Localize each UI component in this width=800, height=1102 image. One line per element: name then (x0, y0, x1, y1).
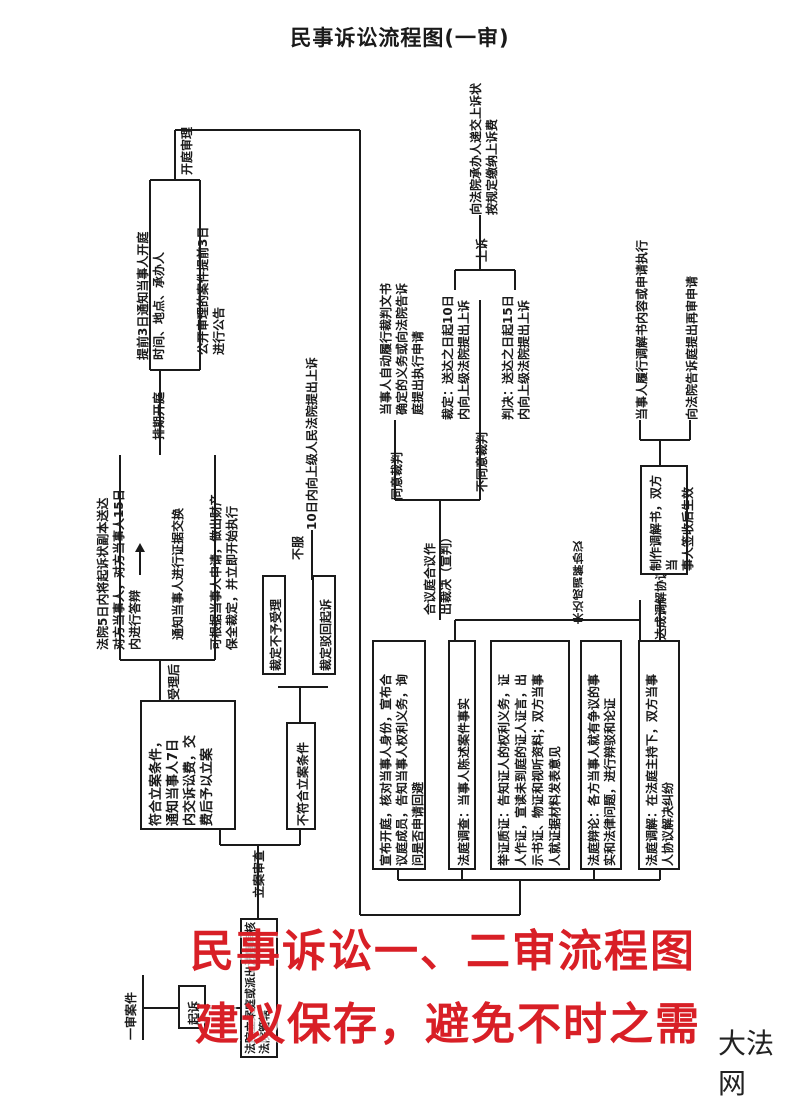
fulfill-text: 当事人履行调解书内容或申请执行 (635, 239, 649, 420)
mediation-box: 法庭调解：在法庭主持下，双方当事 人协议解决纠纷 (638, 640, 680, 870)
court-review-box: 法院立案庭或派出法庭审核法院管辖 (240, 918, 278, 1058)
appeal-label: 上诉 (475, 237, 489, 262)
notice-3days-text: 提前3日通知当事人开庭 时间、地点、承办人 (136, 231, 166, 360)
meets-text: 符合立案条件， 通知当事人7日 内交诉讼费，交 费后予以立案 (149, 734, 215, 826)
first-case-label: 一审案件 (124, 991, 138, 1040)
ruling-reject-text: 裁定不予受理 (269, 598, 283, 671)
no-agreement-label: 未达成调解协议 (572, 540, 585, 624)
not-accept-label: 不服 (291, 535, 305, 560)
court-hearing-label: 开庭审理 (180, 126, 194, 175)
investigation-text: 法庭调查：当事人陈述案件事实 (457, 697, 471, 866)
preservation-text: 可根据当事人申请，做出财产 保全裁定，并立即开始执行 (209, 493, 239, 650)
ruling-dismiss-text: 裁定驳回起诉 (319, 598, 333, 671)
flow-connectors (119, 129, 691, 1040)
watermark-line-2: 建议保存，避免不时之需 (195, 999, 701, 1050)
retrial-text: 向法院告诉庭提出再审申请 (685, 275, 699, 420)
judgment-15-text: 判决：送达之日起15日 内向上级法院提出上诉 (501, 295, 531, 420)
appeal-10days-text: 10日内向上级人民法院提出上诉 (305, 357, 319, 530)
cross-exam-box: 举证质证：告知证人的权利义务，证 人作证，宣读未到庭的证人证言，出 示书证、物证… (490, 640, 570, 870)
public-notice-text: 公开审理的案件提前3日 进行公告 (196, 226, 226, 355)
deliberation-text: 合议庭合议作 出裁决（宣判） (423, 530, 453, 615)
watermark-line-1: 民事诉讼一、二审流程图 (190, 926, 696, 977)
cross-exam-text: 举证质证：告知证人的权利义务，证 人作证，宣读未到庭的证人证言，出 示书证、物证… (497, 673, 562, 866)
ruling-10-text: 裁定：送达之日起10日 内向上级法院提出上诉 (441, 295, 471, 420)
mediation-text: 法庭调解：在法庭主持下，双方当事 人协议解决纠纷 (645, 673, 675, 866)
not-meets-box: 不符合立案条件 (286, 722, 316, 830)
not-meets-text: 不符合立案条件 (296, 741, 310, 826)
ruling-reject-box: 裁定不予受理 (262, 575, 286, 675)
review-label: 立案审查 (252, 849, 266, 898)
agreement-label: 达成调解协议 (654, 567, 668, 640)
debate-box: 法庭辩论：各方当事人就有争议的事 实和法律问题，进行辩驳和论证 (580, 640, 622, 870)
notice-defendant-text: 法院5日内将起诉状副本送达 对方当事人，对方当事人15日 内进行答辩 (96, 489, 142, 650)
agree-ruling-label: 同意裁判 (390, 451, 404, 500)
disagree-ruling-label: 不同意裁判 (475, 431, 489, 492)
mediation-doc-box: 制作调解书，双方当 事人签收后生效 (640, 465, 695, 575)
open-court-box: 宣布开庭，核对当事人身份，宣布合 议庭成员，告知当事人权利义务，询 问是否申请回… (372, 640, 426, 870)
appeal-box-text: 向法院承办人递交上诉状 按规定缴纳上诉费 (469, 82, 499, 215)
page-title: 民事诉讼流程图(一审) (290, 26, 510, 50)
mediation-doc-text: 制作调解书，双方当 事人签收后生效 (649, 474, 695, 571)
schedule-label: 排期开庭 (152, 391, 166, 440)
meets-box: 符合立案条件， 通知当事人7日 内交诉讼费，交 费后予以立案 (140, 700, 236, 830)
notice-evidence-text: 通知当事人进行证据交换 (171, 507, 185, 640)
ruling-dismiss-box: 裁定驳回起诉 (312, 575, 336, 675)
site-logo: 大法网 (718, 1027, 775, 1100)
open-court-text: 宣布开庭，核对当事人身份，宣布合 议庭成员，告知当事人权利义务，询 问是否申请回… (379, 673, 425, 866)
debate-text: 法庭辩论：各方当事人就有争议的事 实和法律问题，进行辩驳和论证 (587, 673, 617, 866)
sue-box: 起诉 (178, 985, 206, 1029)
investigation-box: 法庭调查：当事人陈述案件事实 (448, 640, 476, 870)
execute-text: 当事人自动履行裁判文书 确定的义务或向法院告诉 庭提出执行申请 (379, 282, 425, 415)
after-accept-label: 受理后 (167, 663, 181, 700)
